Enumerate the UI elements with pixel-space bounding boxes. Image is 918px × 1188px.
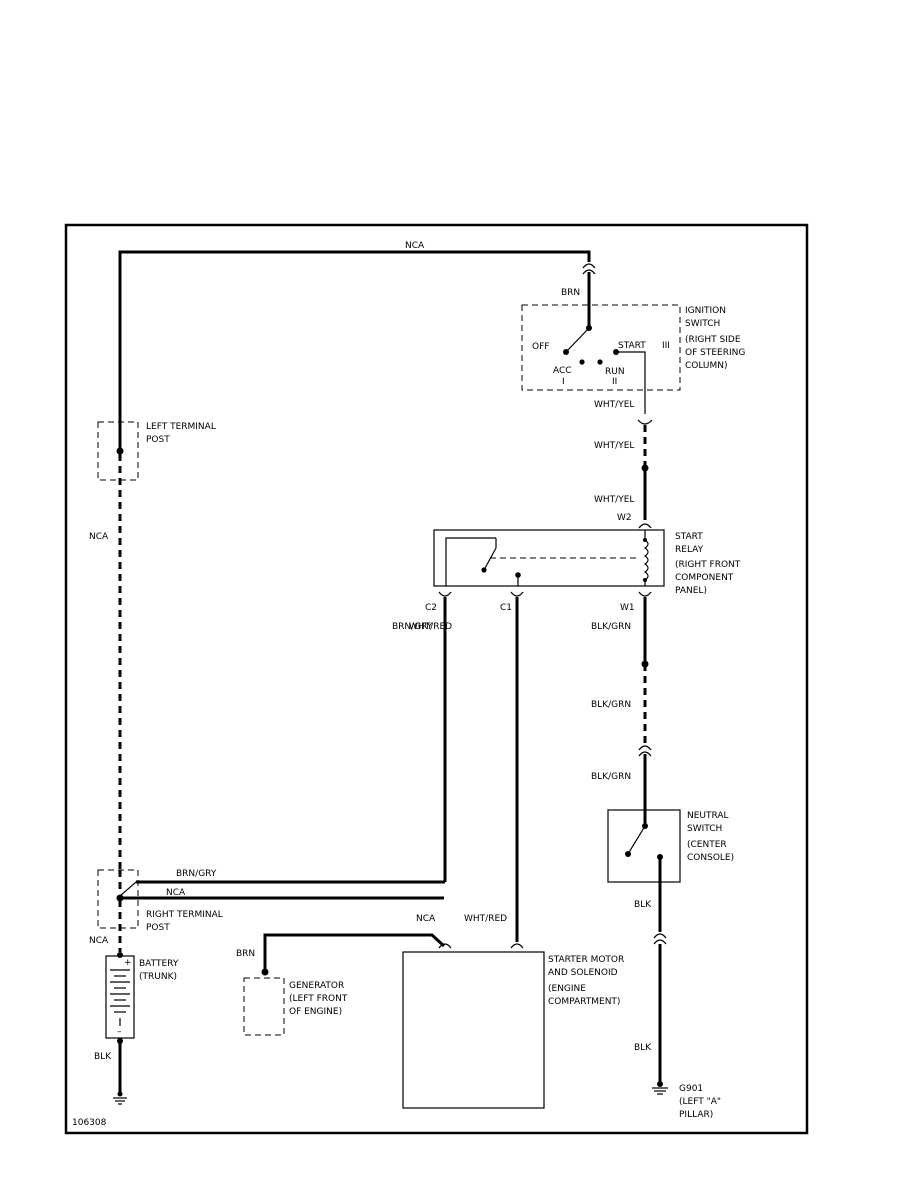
battery: + – BATTERY (TRUNK) BLK [94, 952, 179, 1105]
relay-title-4: COMPONENT [675, 573, 734, 583]
neutral-switch-box [607, 809, 681, 883]
neutral-title-4: CONSOLE) [687, 853, 734, 863]
battery-minus: – [117, 1027, 122, 1037]
diagram-frame [64, 223, 809, 1135]
blk-grn-label-1: BLK/GRN [591, 622, 631, 632]
neutral-title-3: (CENTER [687, 840, 727, 850]
relay-title-5: PANEL) [675, 586, 707, 596]
blk-grn-wire: BLK/GRN BLK/GRN BLK/GRN [591, 597, 652, 826]
c2-wire-label: BRN/GRY [392, 622, 433, 632]
starter-title-4: COMPARTMENT) [548, 997, 620, 1007]
right-terminal-post: BRN/GRY NCA RIGHT TERMINAL POST NCA [89, 869, 445, 952]
pin-c2-label: C2 [425, 603, 437, 613]
figure-id: 106308 [72, 1118, 107, 1128]
wht-yel-label-3: WHT/YEL [594, 495, 634, 505]
neutral-title-2: SWITCH [687, 824, 722, 834]
ign-run-num: II [612, 377, 617, 387]
ignition-switch-box [521, 304, 681, 391]
left-terminal-post: LEFT TERMINAL POST NCA [89, 421, 216, 870]
generator-box [243, 977, 285, 1036]
ign-off-label: OFF [532, 342, 549, 352]
wht-yel-label-1: WHT/YEL [594, 400, 634, 410]
starter-wht-red-label: WHT/RED [464, 914, 507, 924]
neutral-switch: NEUTRAL SWITCH (CENTER CONSOLE) [607, 809, 734, 932]
ign-acc-label: ACC [553, 366, 572, 376]
ign-start-num: III [662, 341, 670, 351]
starter-motor: NCA STARTER MOTOR AND SOLENOID (ENGINE C… [402, 914, 624, 1109]
right-post-title-1: RIGHT TERMINAL [146, 910, 223, 920]
starter-title-1: STARTER MOTOR [548, 955, 624, 965]
battery-top-label: NCA [89, 936, 109, 946]
c2-brn-gry-wire: BRN/GRY WHT/RED [392, 597, 452, 882]
pin-c1-label: C1 [500, 603, 512, 613]
top-wire-label: NCA [405, 241, 425, 251]
right-post-brn-gry-label: BRN/GRY [176, 869, 217, 879]
right-post-title-2: POST [146, 923, 170, 933]
battery-ground-label: BLK [94, 1052, 112, 1062]
ground-title-1: G901 [679, 1084, 703, 1094]
wht-yel-wire: WHT/YEL WHT/YEL WHT/YEL W2 [594, 400, 653, 529]
wht-yel-label-2: WHT/YEL [594, 441, 634, 451]
blk-grn-label-2: BLK/GRN [591, 700, 631, 710]
pin-w2-label: W2 [617, 513, 632, 523]
ignition-switch: OFF ACC I RUN II START III IGNITION SWIT… [521, 304, 745, 414]
blk-grn-label-3: BLK/GRN [591, 772, 631, 782]
ign-acc-num: I [562, 377, 565, 387]
relay-title-3: (RIGHT FRONT [675, 560, 741, 570]
generator-title-3: OF ENGINE) [289, 1007, 342, 1017]
relay-title-1: START [675, 532, 703, 542]
starter-nca-label: NCA [416, 914, 436, 924]
c2-overlap-label: WHT/RED [409, 622, 452, 632]
starter-title-2: AND SOLENOID [548, 968, 618, 978]
battery-title-2: (TRUNK) [139, 972, 177, 982]
ign-title-2: SWITCH [685, 319, 720, 329]
ign-title-5: COLUMN) [685, 361, 728, 371]
blk-label-upper: BLK [634, 900, 652, 910]
neutral-title-1: NEUTRAL [687, 811, 729, 821]
generator-feed-label: BRN [236, 949, 255, 959]
start-relay: START RELAY (RIGHT FRONT COMPONENT PANEL… [433, 529, 741, 596]
ign-title-4: OF STEERING [685, 348, 745, 358]
top-nca-wire: NCA BRN [118, 241, 596, 448]
start-relay-box [433, 529, 665, 587]
left-post-title-2: POST [146, 435, 170, 445]
generator: BRN GENERATOR (LEFT FRONT OF ENGINE) [236, 933, 446, 1036]
ground-wire: BLK BLK G901 (LEFT "A" PILLAR) [634, 900, 721, 1120]
ign-run-label: RUN [605, 367, 625, 377]
relay-title-2: RELAY [675, 545, 704, 555]
battery-plus: + [124, 958, 132, 968]
ground-title-2: (LEFT "A" [679, 1097, 721, 1107]
battery-title-1: BATTERY [139, 959, 179, 969]
generator-title-1: GENERATOR [289, 981, 344, 991]
pin-w1-label: W1 [620, 603, 635, 613]
left-post-title-1: LEFT TERMINAL [146, 422, 216, 432]
starter-box [402, 951, 545, 1109]
blk-label-lower: BLK [634, 1043, 652, 1053]
ign-title-3: (RIGHT SIDE [685, 335, 741, 345]
right-post-nca-label: NCA [166, 888, 186, 898]
ign-feed-label: BRN [561, 288, 580, 298]
generator-title-2: (LEFT FRONT [289, 994, 348, 1004]
left-post-wire-label: NCA [89, 532, 109, 542]
ign-start-label: START [618, 341, 646, 351]
starter-title-3: (ENGINE [548, 984, 586, 994]
ground-title-3: PILLAR) [679, 1110, 713, 1120]
ign-title-1: IGNITION [685, 306, 726, 316]
